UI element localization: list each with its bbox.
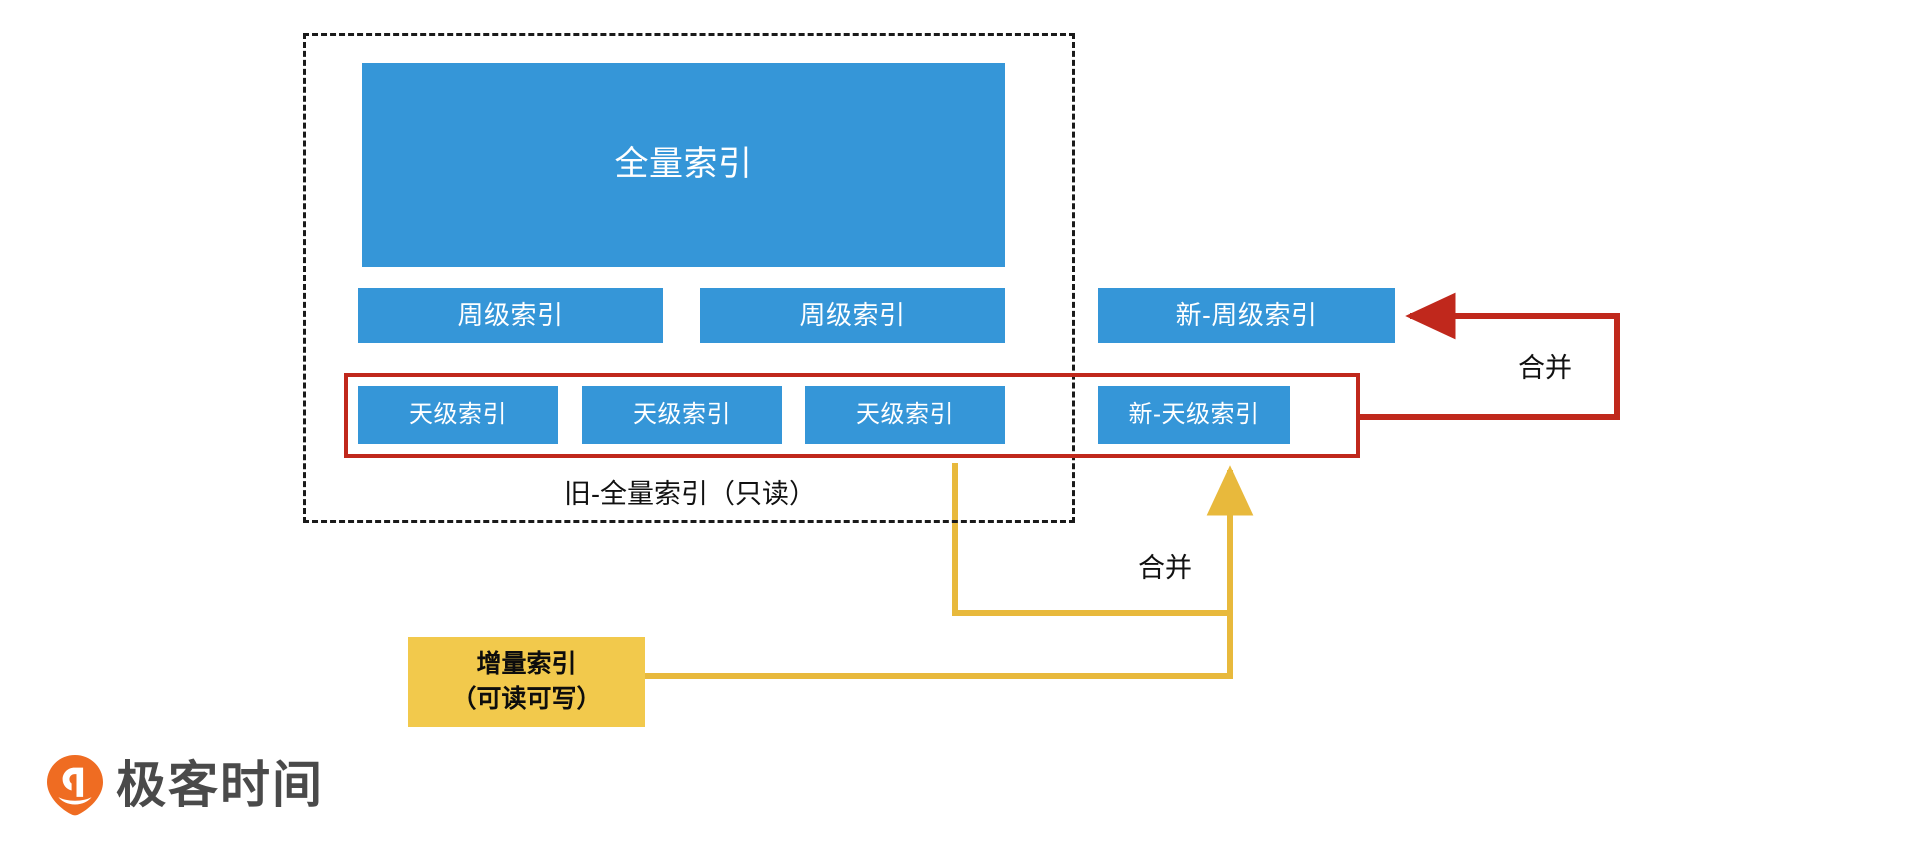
weekly-index-label-1: 周级索引 <box>457 299 564 330</box>
merge-weekly-label: 合并 <box>1490 345 1600 385</box>
weekly-index-box-2[interactable]: 周级索引 <box>700 288 1005 343</box>
daily-index-box-2[interactable]: 天级索引 <box>582 386 782 444</box>
daily-merge-highlight-group <box>344 373 1360 458</box>
daily-index-label-2: 天级索引 <box>633 401 731 429</box>
brand-logo: 极客时间 <box>46 754 324 816</box>
merge-weekly-label-text: 合并 <box>1518 352 1572 383</box>
incremental-index-line-1: 增量索引 <box>476 649 577 678</box>
geektime-logo-icon <box>47 755 103 816</box>
new-weekly-index-label: 新-周级索引 <box>1175 299 1318 330</box>
brand-name: 极客时间 <box>116 757 324 813</box>
new-daily-index-label: 新-天级索引 <box>1128 401 1260 429</box>
old-full-index-group <box>303 33 1075 523</box>
daily-index-box-3[interactable]: 天级索引 <box>805 386 1005 444</box>
daily-index-box-1[interactable]: 天级索引 <box>358 386 558 444</box>
new-daily-index-box[interactable]: 新-天级索引 <box>1098 386 1290 444</box>
incremental-index-line-2: （可读可写） <box>451 685 602 713</box>
merge-daily-label-text: 合并 <box>1138 552 1192 583</box>
daily-index-label-3: 天级索引 <box>856 401 954 429</box>
merge-daily-label: 合并 <box>1110 545 1220 585</box>
incremental-index-box[interactable]: 增量索引 （可读可写） <box>408 637 645 727</box>
old-full-index-caption: 旧-全量索引（只读） <box>460 470 920 512</box>
new-weekly-index-box[interactable]: 新-周级索引 <box>1098 288 1395 343</box>
weekly-index-label-2: 周级索引 <box>799 299 906 330</box>
full-index-box[interactable]: 全量索引 <box>362 63 1005 267</box>
weekly-index-box-1[interactable]: 周级索引 <box>358 288 663 343</box>
daily-index-label-1: 天级索引 <box>409 401 507 429</box>
full-index-label: 全量索引 <box>614 145 753 184</box>
old-full-index-caption-text: 旧-全量索引（只读） <box>564 478 816 509</box>
